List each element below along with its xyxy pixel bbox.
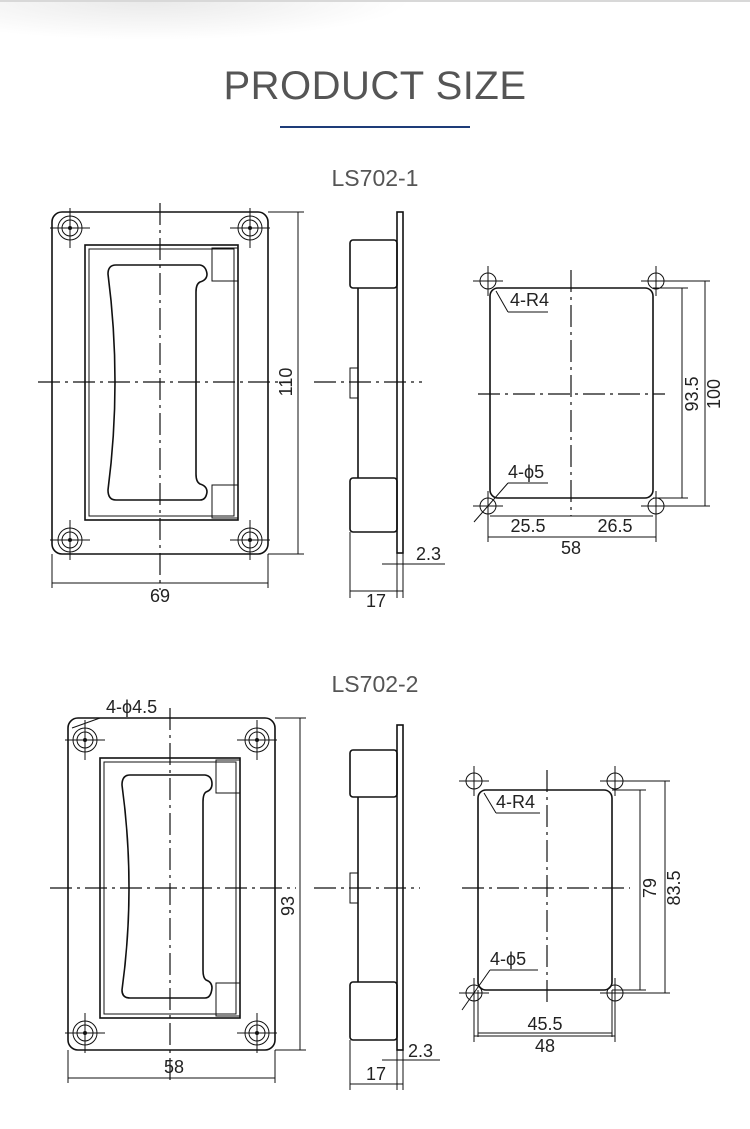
front-hole-spec-label: 4-ϕ4.5 bbox=[106, 697, 157, 717]
dim-inner-height: 79 bbox=[640, 878, 660, 898]
corner-radius-label: 4-R4 bbox=[510, 290, 549, 310]
model-2-front-view: 4-ϕ4.5 93 58 bbox=[50, 697, 306, 1085]
dim-right-offset: 26.5 bbox=[597, 516, 632, 536]
model-2-cutout-view: 4-R4 4-ϕ5 79 83.5 45.5 48 bbox=[458, 765, 684, 1056]
dim-height: 110 bbox=[276, 368, 296, 397]
handle bbox=[107, 264, 208, 501]
top-shade bbox=[0, 0, 750, 60]
dim-left-offset: 25.5 bbox=[510, 516, 545, 536]
title-underline bbox=[280, 126, 470, 128]
model-2-label: LS702-2 bbox=[331, 671, 419, 697]
dim-plate-thickness: 2.3 bbox=[416, 544, 441, 564]
dim-depth: 17 bbox=[366, 591, 386, 611]
hole-spec-label: 4-ϕ5 bbox=[508, 462, 544, 482]
dim-hole-pitch-width: 58 bbox=[561, 538, 581, 558]
dim-width: 69 bbox=[150, 586, 170, 606]
model-1-front-view: 110 69 bbox=[38, 203, 304, 606]
dim-hole-pitch-width: 48 bbox=[535, 1036, 555, 1056]
page-title: PRODUCT SIZE bbox=[223, 64, 527, 108]
dim-hole-pitch-height: 100 bbox=[704, 379, 724, 409]
corner-radius-label: 4-R4 bbox=[496, 792, 535, 812]
hole-spec-label: 4-ϕ5 bbox=[490, 949, 526, 969]
dim-hole-pitch-height: 83.5 bbox=[664, 870, 684, 905]
dim-width: 58 bbox=[164, 1057, 184, 1077]
dim-height: 93 bbox=[278, 896, 298, 916]
dim-depth: 17 bbox=[366, 1064, 386, 1084]
model-2-side-view: 2.3 17 bbox=[314, 724, 440, 1090]
dim-cutout-width: 45.5 bbox=[527, 1014, 562, 1034]
dim-inner-height: 93.5 bbox=[682, 376, 702, 411]
top-border bbox=[0, 0, 750, 2]
dim-plate-thickness: 2.3 bbox=[408, 1041, 433, 1061]
model-1-label: LS702-1 bbox=[331, 165, 419, 191]
model-1-side-view: 2.3 17 bbox=[314, 211, 445, 611]
model-1-cutout-view: 4-R4 4-ϕ5 93.5 100 25.5 26.5 58 bbox=[472, 265, 724, 558]
